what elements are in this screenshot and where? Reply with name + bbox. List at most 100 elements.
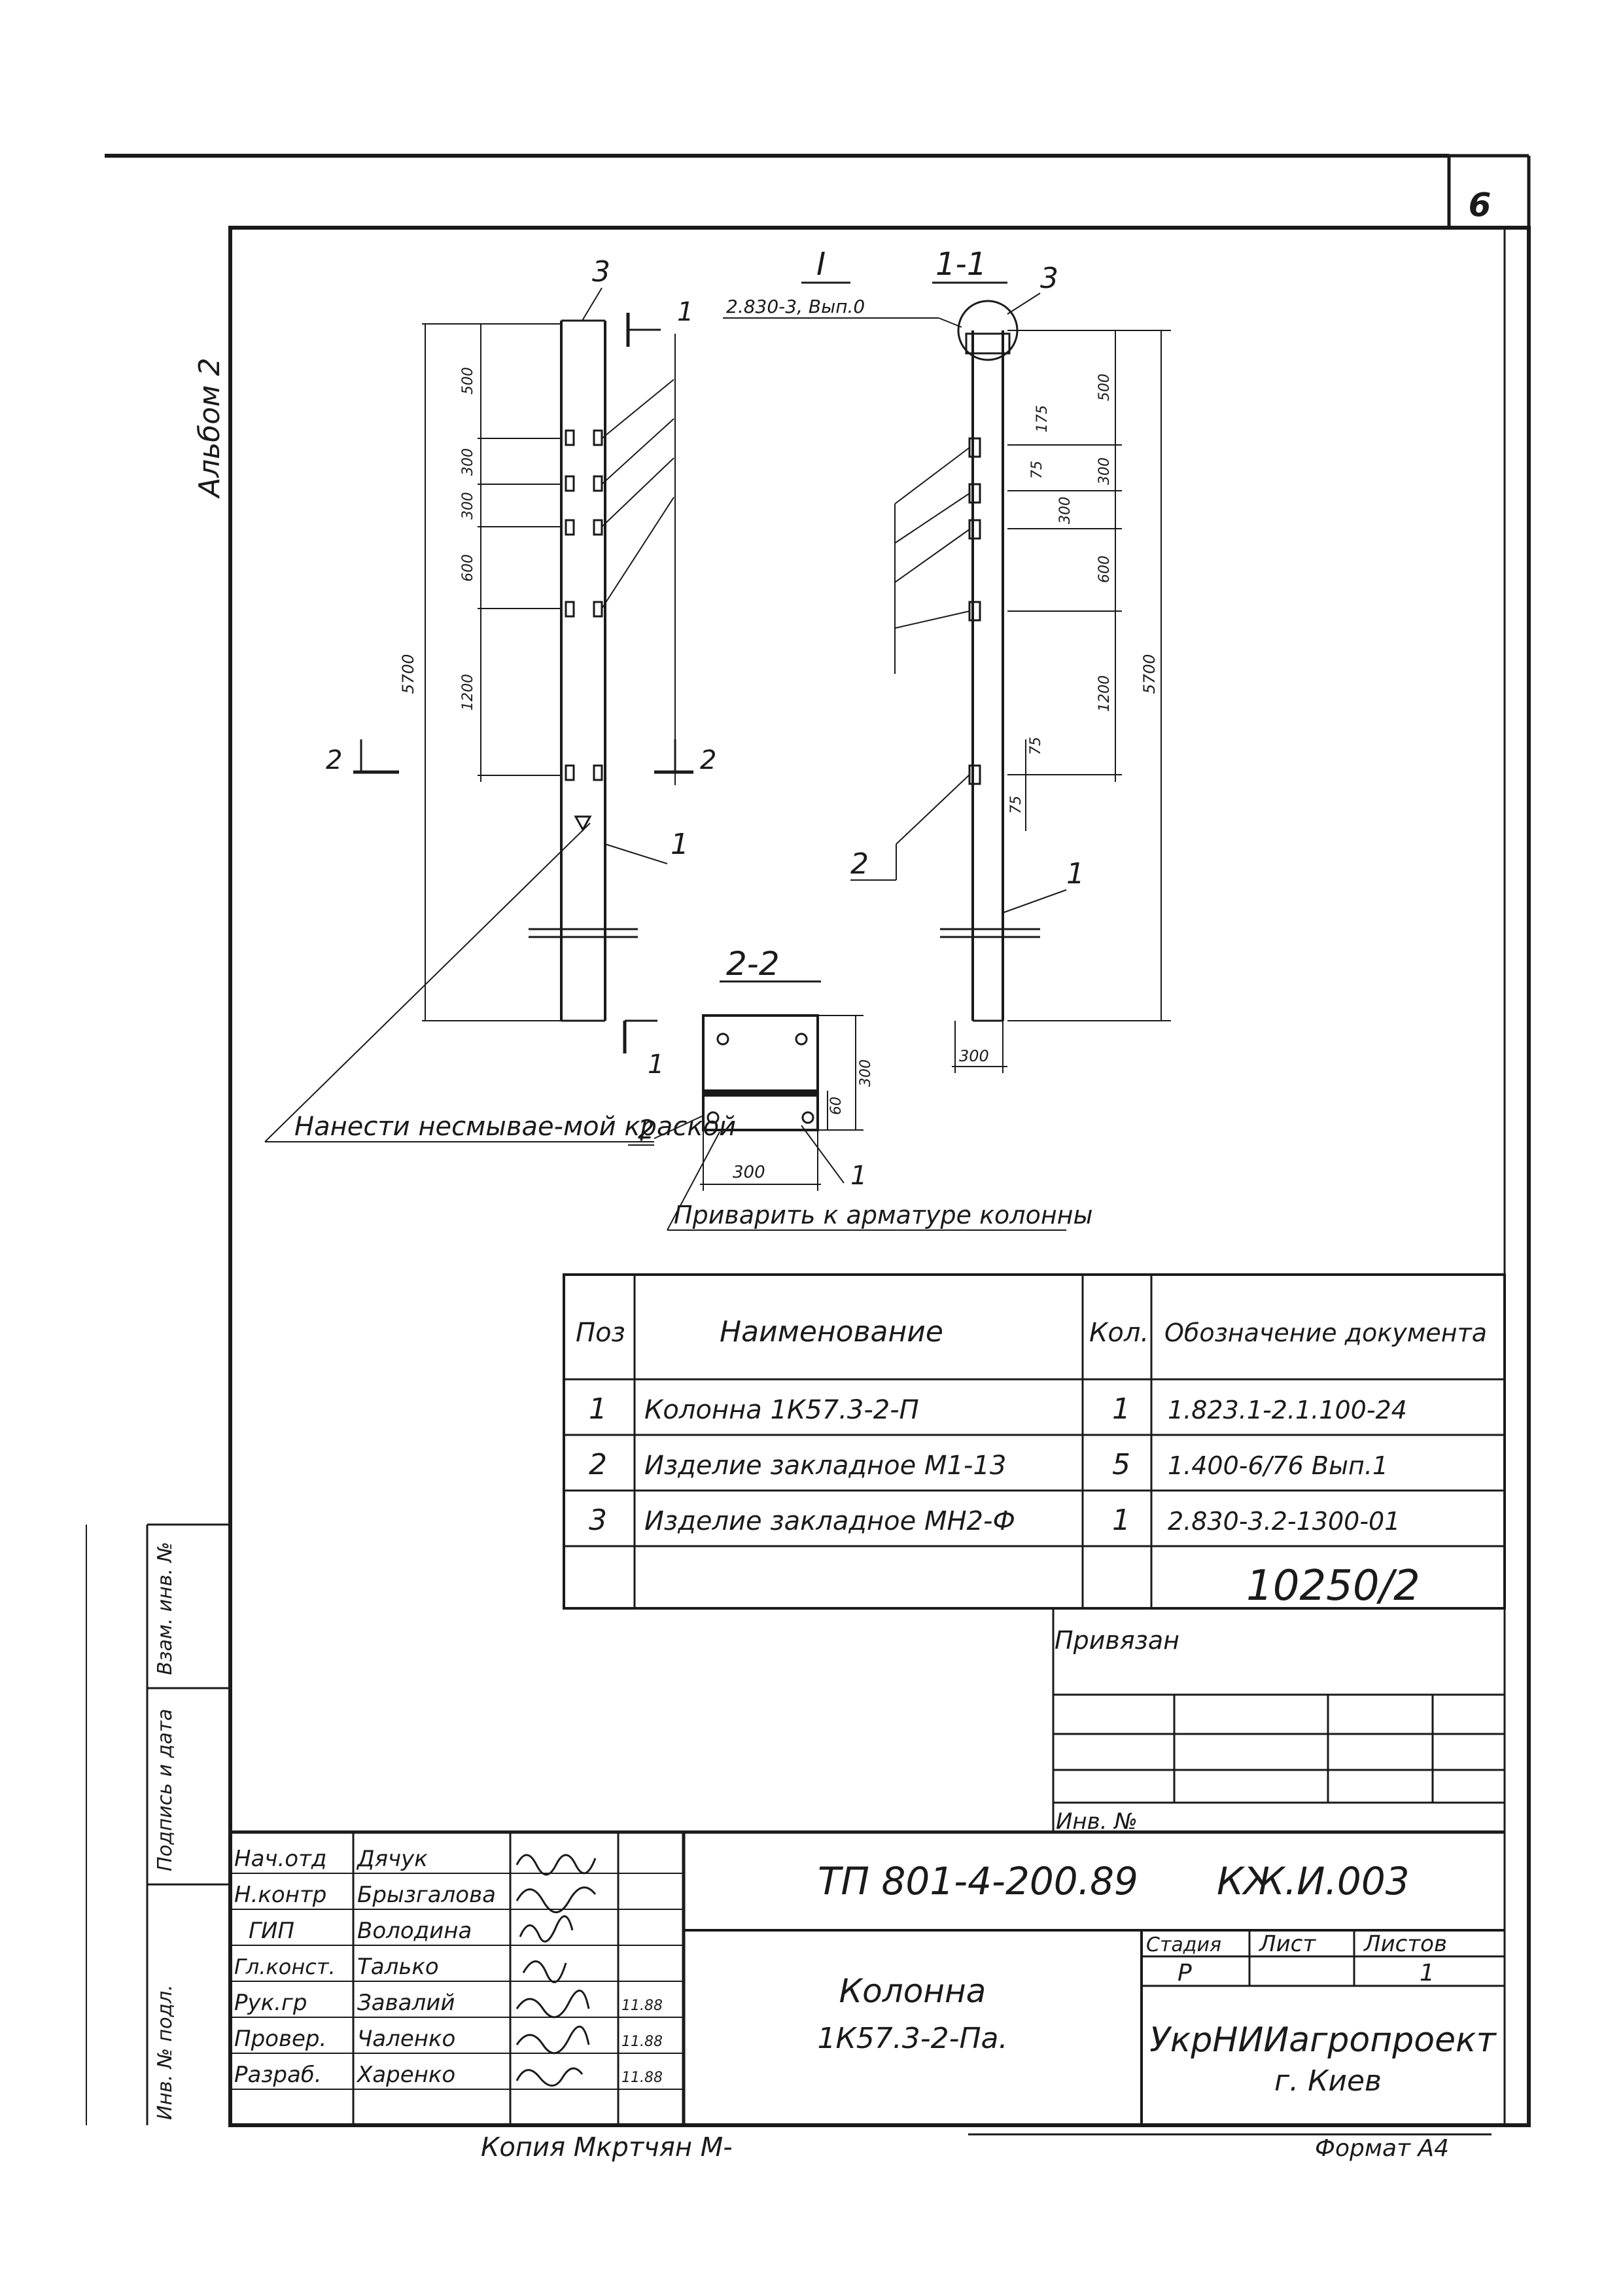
album-label: Альбом 2 (193, 358, 226, 499)
staff-role-2: Н.контр (234, 1882, 326, 1908)
sec-dim-6: 600 (1096, 556, 1113, 583)
pos-mark-1-section: 1 (1066, 857, 1085, 891)
binding-label: Привязан (1055, 1626, 1179, 1655)
note-paint: Нанести несмывае-мой краской (294, 1112, 736, 1142)
sec-dim-8: 75 (1028, 737, 1044, 755)
main-dim-4: 600 (460, 554, 476, 582)
staff-date-5: 11.88 (621, 1998, 663, 2014)
r1-pos: 1 (589, 1392, 607, 1426)
cut-mark-top: 1 (677, 297, 693, 327)
sec-dim-5: 300 (1057, 497, 1073, 524)
specification-table: Поз Наименование Кол. Обозначение докуме… (563, 1273, 1506, 1610)
th-pos: Поз (576, 1318, 625, 1348)
cut-mark-bottom: 1 (648, 1050, 664, 1080)
org-city: г. Киев (1274, 2064, 1382, 2098)
org-name: УкрНИИагропроект (1149, 2021, 1497, 2060)
s22-dim-height: 300 (858, 1059, 874, 1087)
staff-role-1: Нач.отд (234, 1846, 326, 1872)
stage-header: Стадия (1146, 1934, 1221, 1956)
staff-name-3: Володина (357, 1918, 472, 1944)
title-block: Нач.отд Дячук Н.контр Брызгалова ГИП Вол… (230, 1830, 1505, 2125)
drawing-frame (228, 226, 1531, 2127)
pos-mark-3-section: 3 (1040, 262, 1058, 295)
pos-mark-1-main: 1 (671, 828, 689, 861)
section-2-2-label: 2-2 (726, 945, 780, 983)
strip-inv-original: Инв. № подл. (154, 1985, 177, 2120)
copy-note: Копия Мкртчян М- (481, 2132, 733, 2163)
staff-role-7: Разраб. (234, 2062, 322, 2088)
sec-dim-3: 75 (1029, 461, 1045, 479)
doc-mark: КЖ.И.003 (1217, 1859, 1410, 1903)
staff-name-2: Брызгалова (357, 1882, 496, 1908)
reference-number: 10250/2 (1246, 1562, 1420, 1610)
pos-mark-1-s22: 1 (850, 1161, 867, 1191)
th-name: Наименование (720, 1315, 943, 1349)
binding-inv-label: Инв. № (1056, 1809, 1138, 1835)
sheets-value: 1 (1420, 1960, 1435, 1987)
binding-stamp: Привязан Инв. № (1052, 1608, 1505, 1835)
r3-doc: 2.830-3.2-1300-01 (1168, 1507, 1400, 1536)
strip-signature-date: Подпись и дата (154, 1709, 177, 1872)
stage-value: Р (1178, 1960, 1192, 1987)
title-line-1: Колонна (839, 1972, 986, 2010)
sec-base-width: 300 (959, 1047, 989, 1065)
sec-dim-1: 500 (1096, 374, 1113, 401)
main-dim-1: 500 (460, 367, 476, 395)
th-doc: Обозначение документа (1164, 1318, 1487, 1347)
staff-date-6: 11.88 (621, 2034, 663, 2050)
format-label: Формат А4 (1315, 2135, 1449, 2162)
section-2-2-view: 2-2 300 60 300 1 2 (628, 945, 874, 1191)
r3-qty: 1 (1112, 1504, 1130, 1537)
staff-role-6: Провер. (234, 2026, 326, 2052)
staff-role-5: Рук.гр (234, 1990, 307, 2016)
main-dim-3: 300 (460, 492, 476, 520)
r2-pos: 2 (589, 1448, 607, 1481)
pos-mark-2-section: 2 (850, 847, 869, 881)
staff-name-5: Завалий (357, 1990, 455, 2016)
strip-replacement-inv: Взам. инв. № (154, 1542, 177, 1675)
sec-dim-9: 75 (1008, 796, 1024, 814)
main-dim-2: 300 (460, 448, 476, 476)
section-1-1-view: 2 1 3 1-1 I 2.830-3, Вып.0 5700 500 175 … (723, 246, 1171, 1073)
r2-qty: 5 (1112, 1448, 1130, 1481)
cut2-mark-left: 2 (326, 745, 342, 775)
note-weld: Приварить к арматуре колонны (674, 1201, 1093, 1229)
r3-name: Изделие закладное МН2-Ф (644, 1506, 1015, 1536)
pos-mark-3-main: 3 (592, 255, 610, 289)
staff-role-3: ГИП (249, 1918, 294, 1944)
title-line-2: 1К57.3-2-Па. (818, 2022, 1008, 2055)
staff-name-4: Талько (357, 1954, 439, 1980)
th-qty: Кол. (1089, 1318, 1149, 1348)
r3-pos: 3 (589, 1504, 607, 1537)
s22-dim-plate: 60 (828, 1097, 845, 1115)
r1-qty: 1 (1112, 1392, 1130, 1426)
section-1-1-label: 1-1 (935, 246, 986, 283)
signatures (515, 1854, 597, 2087)
sheet-header: Лист (1258, 1931, 1316, 1957)
doc-code: ТП 801-4-200.89 (818, 1859, 1138, 1903)
r1-name: Колонна 1К57.3-2-П (644, 1395, 919, 1425)
staff-date-7: 11.88 (621, 2070, 663, 2086)
s22-dim-width: 300 (733, 1163, 765, 1182)
staff-name-6: Чаленко (357, 2026, 455, 2052)
main-dim-5: 1200 (460, 674, 476, 711)
staff-name-1: Дячук (356, 1846, 428, 1872)
staff-role-4: Гл.конст. (234, 1954, 336, 1979)
r1-doc: 1.823.1-2.1.100-24 (1168, 1396, 1407, 1424)
cut2-mark-right: 2 (700, 745, 716, 775)
detail-mark: I (816, 246, 826, 283)
sec-dim-2: 175 (1034, 405, 1051, 433)
sec-dim-4: 300 (1096, 457, 1113, 485)
page-number: 6 (1469, 186, 1492, 224)
sheets-header: Листов (1363, 1931, 1447, 1957)
detail-reference: 2.830-3, Вып.0 (726, 296, 865, 317)
main-dim-total: 5700 (399, 654, 417, 694)
r2-name: Изделие закладное М1-13 (644, 1451, 1006, 1481)
staff-name-7: Харенко (356, 2062, 455, 2088)
pos-mark-2-s22: 2 (638, 1115, 654, 1145)
sec-dim-total: 5700 (1140, 654, 1159, 694)
r2-doc: 1.400-6/76 Вып.1 (1168, 1451, 1388, 1480)
main-column-view: 5700 500 300 300 600 1200 1 1 2 2 3 1 (326, 255, 716, 1080)
sec-dim-7: 1200 (1096, 675, 1113, 712)
